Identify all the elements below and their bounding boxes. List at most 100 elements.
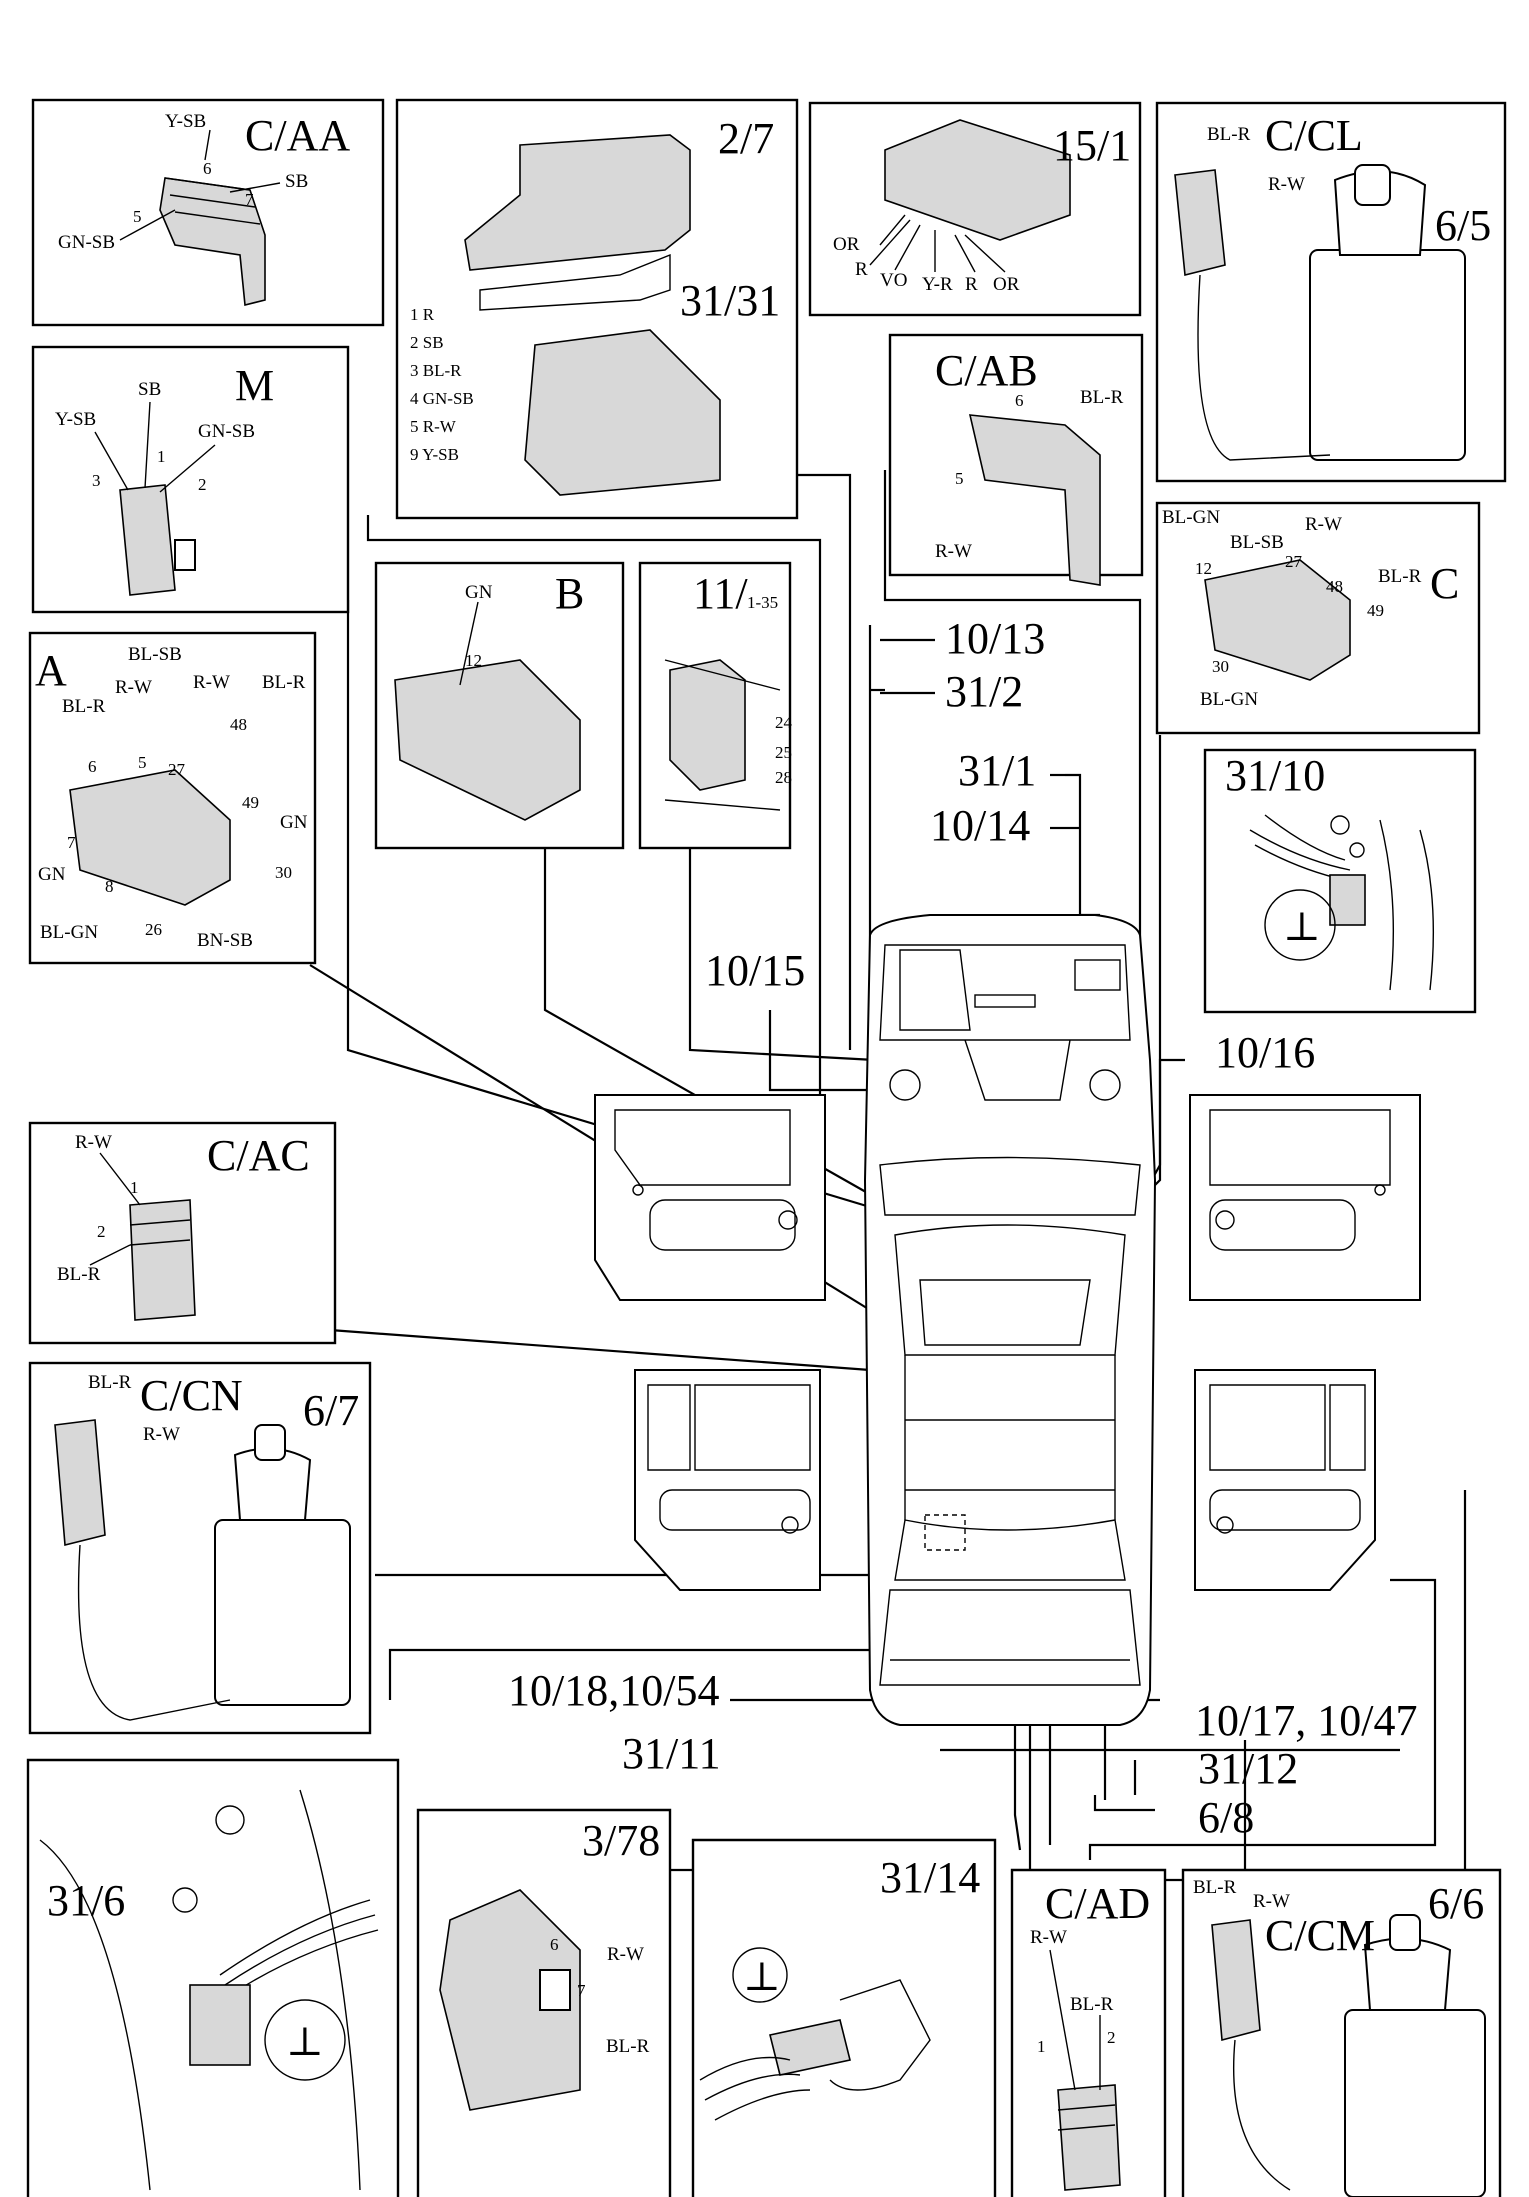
panel-title: C/CN <box>140 1371 243 1420</box>
svg-text:5 R-W: 5 R-W <box>410 417 457 436</box>
svg-text:7: 7 <box>577 1981 586 2000</box>
panel-title: 15/1 <box>1053 121 1131 170</box>
svg-text:30: 30 <box>1212 657 1229 676</box>
panel-title: 11/ <box>693 569 748 618</box>
rear-right-door <box>1194 1369 1376 1591</box>
svg-text:9 Y-SB: 9 Y-SB <box>410 445 459 464</box>
svg-text:BL-R: BL-R <box>88 1372 132 1393</box>
panel-title: C <box>1430 559 1459 608</box>
svg-text:GN-SB: GN-SB <box>198 421 255 442</box>
panel-c-cl: C/CL 6/5 BL-R R-W <box>1155 101 1507 483</box>
svg-text:25: 25 <box>775 743 792 762</box>
callout-10-15: 10/15 <box>705 946 805 995</box>
svg-text:1: 1 <box>130 1178 139 1197</box>
panel-31-10: ⊥ 31/10 <box>1203 748 1477 1014</box>
panel-3-78: 3/78 R-W BL-R 6 7 <box>416 1808 672 2197</box>
svg-text:49: 49 <box>1367 601 1384 620</box>
svg-text:1: 1 <box>1037 2037 1046 2056</box>
svg-text:7: 7 <box>67 833 76 852</box>
svg-text:BL-R: BL-R <box>1080 387 1124 408</box>
panel-a: A BL-SB R-W BL-R R-W BL-R GN GN BL-GN BN… <box>28 631 317 965</box>
car-outline <box>863 914 1157 1726</box>
svg-text:6: 6 <box>550 1935 559 1954</box>
panel-15-1: 15/1 OR R VO Y-R R OR <box>808 101 1142 317</box>
svg-text:5: 5 <box>955 469 964 488</box>
part-number: 6/7 <box>303 1386 359 1435</box>
panel-c-cm: C/CM 6/6 BL-R R-W <box>1181 1868 1502 2197</box>
panel-c-ad: C/AD R-W BL-R 1 2 <box>1010 1868 1167 2197</box>
svg-text:48: 48 <box>230 715 247 734</box>
svg-text:R-W: R-W <box>935 541 972 562</box>
panel-title: C/CL <box>1265 111 1363 160</box>
panel-title: A <box>35 646 67 695</box>
ground-icon: ⊥ <box>743 1954 781 1999</box>
svg-text:R-W: R-W <box>75 1132 112 1153</box>
panel-title: 31/10 <box>1225 751 1325 800</box>
svg-text:30: 30 <box>275 863 292 882</box>
svg-text:BL-R: BL-R <box>606 2036 650 2057</box>
svg-text:26: 26 <box>145 920 162 939</box>
svg-text:27: 27 <box>168 760 186 779</box>
part-number: 6/5 <box>1435 201 1491 250</box>
svg-text:8: 8 <box>105 877 114 896</box>
svg-text:R: R <box>855 259 868 280</box>
svg-text:6: 6 <box>88 757 97 776</box>
panel-title: C/AC <box>207 1131 310 1180</box>
panel-title: C/AB <box>935 346 1038 395</box>
svg-text:R-W: R-W <box>607 1944 644 1965</box>
ground-icon: ⊥ <box>1283 904 1321 949</box>
svg-text:VO: VO <box>880 270 907 291</box>
svg-text:12: 12 <box>1195 559 1212 578</box>
panel-c: C BL-GN R-W BL-SB BL-R BL-GN 12 27 48 49… <box>1155 501 1481 735</box>
panel-title: M <box>235 361 274 410</box>
panel-m: M SB Y-SB GN-SB 1 3 2 <box>31 345 350 614</box>
svg-text:Y-R: Y-R <box>922 274 953 295</box>
svg-text:5: 5 <box>138 753 147 772</box>
panel-title: 31/14 <box>880 1853 980 1902</box>
callout-31-11: 31/11 <box>622 1729 721 1778</box>
panel-11: 11/ 1-35 24 25 28 <box>638 561 793 850</box>
svg-text:R: R <box>965 274 978 295</box>
callout-10-13: 10/13 <box>945 614 1045 663</box>
svg-text:1: 1 <box>157 447 166 466</box>
svg-text:BL-R: BL-R <box>57 1264 101 1285</box>
callouts: 10/13 31/2 31/1 10/14 10/15 10/16 10/18,… <box>508 614 1417 1842</box>
panel-title: C/AD <box>1045 1879 1150 1928</box>
panel-b: B GN 12 <box>374 561 625 850</box>
panel-title: 3/78 <box>582 1816 660 1865</box>
svg-text:Y-SB: Y-SB <box>165 111 206 132</box>
panel-title: C/CM <box>1265 1911 1375 1960</box>
svg-text:28: 28 <box>775 768 792 787</box>
svg-text:GN: GN <box>280 812 308 833</box>
panel-31-14: ⊥ 31/14 <box>691 1838 997 2197</box>
svg-text:BL-R: BL-R <box>1378 566 1422 587</box>
front-right-door <box>1189 1094 1421 1301</box>
callout-31-1: 31/1 <box>958 746 1036 795</box>
svg-text:2: 2 <box>198 475 207 494</box>
svg-text:BL-SB: BL-SB <box>128 644 182 665</box>
svg-text:R-W: R-W <box>115 677 152 698</box>
svg-text:2: 2 <box>1107 2028 1116 2047</box>
svg-text:24: 24 <box>775 713 793 732</box>
svg-text:1 R: 1 R <box>410 305 435 324</box>
svg-text:49: 49 <box>242 793 259 812</box>
svg-text:R-W: R-W <box>143 1424 180 1445</box>
svg-text:R-W: R-W <box>1253 1891 1290 1912</box>
svg-text:BL-SB: BL-SB <box>1230 532 1284 553</box>
svg-text:6: 6 <box>1015 391 1024 410</box>
svg-text:BL-R: BL-R <box>1207 124 1251 145</box>
callout-10-16: 10/16 <box>1215 1028 1315 1077</box>
svg-text:SB: SB <box>138 379 161 400</box>
svg-text:12: 12 <box>465 651 482 670</box>
svg-text:7: 7 <box>245 190 254 209</box>
svg-text:OR: OR <box>833 234 860 255</box>
svg-text:R-W: R-W <box>1268 174 1305 195</box>
svg-text:4 GN-SB: 4 GN-SB <box>410 389 474 408</box>
svg-text:5: 5 <box>133 207 142 226</box>
svg-text:2: 2 <box>97 1222 106 1241</box>
svg-text:3 BL-R: 3 BL-R <box>410 361 462 380</box>
svg-text:BL-GN: BL-GN <box>1200 689 1258 710</box>
callout-10-17-10-47: 10/17, 10/47 <box>1195 1696 1417 1745</box>
panel-c-cn: C/CN 6/7 BL-R R-W <box>28 1361 372 1735</box>
